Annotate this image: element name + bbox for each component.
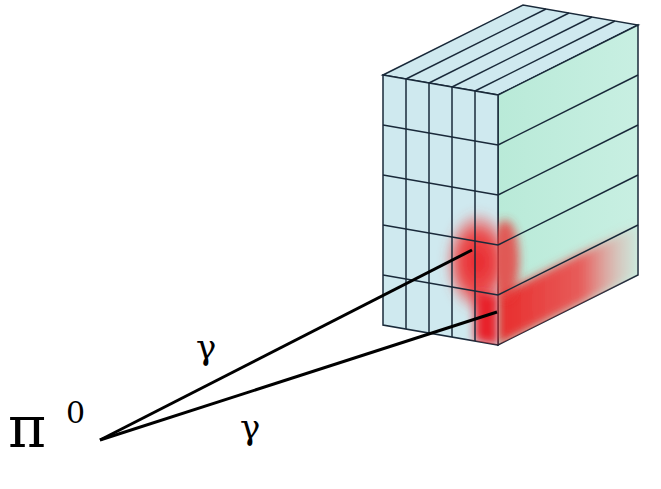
cell-edge xyxy=(475,21,615,91)
photon-track xyxy=(100,312,497,440)
cell-edge xyxy=(405,79,407,329)
photon-track xyxy=(100,250,472,440)
particle-symbol: π xyxy=(8,398,46,456)
cell-edge xyxy=(498,125,638,195)
cell-edge xyxy=(383,225,498,245)
cell-edge xyxy=(498,75,638,145)
cell-edge xyxy=(428,83,430,333)
photon-label: γ xyxy=(196,330,216,364)
cell-edge xyxy=(429,13,569,83)
cell-edge xyxy=(498,175,638,245)
cell-edge xyxy=(383,125,498,145)
cell-edge xyxy=(498,225,638,295)
cell-edge xyxy=(452,17,592,87)
charge-superscript: 0 xyxy=(66,398,85,428)
cell-edge xyxy=(383,175,498,195)
cell-edge xyxy=(406,9,546,79)
cell-edge xyxy=(474,91,476,341)
cell-edge xyxy=(451,87,453,337)
side-face xyxy=(498,25,638,345)
photon-label: γ xyxy=(240,410,260,444)
front-face xyxy=(383,75,498,345)
